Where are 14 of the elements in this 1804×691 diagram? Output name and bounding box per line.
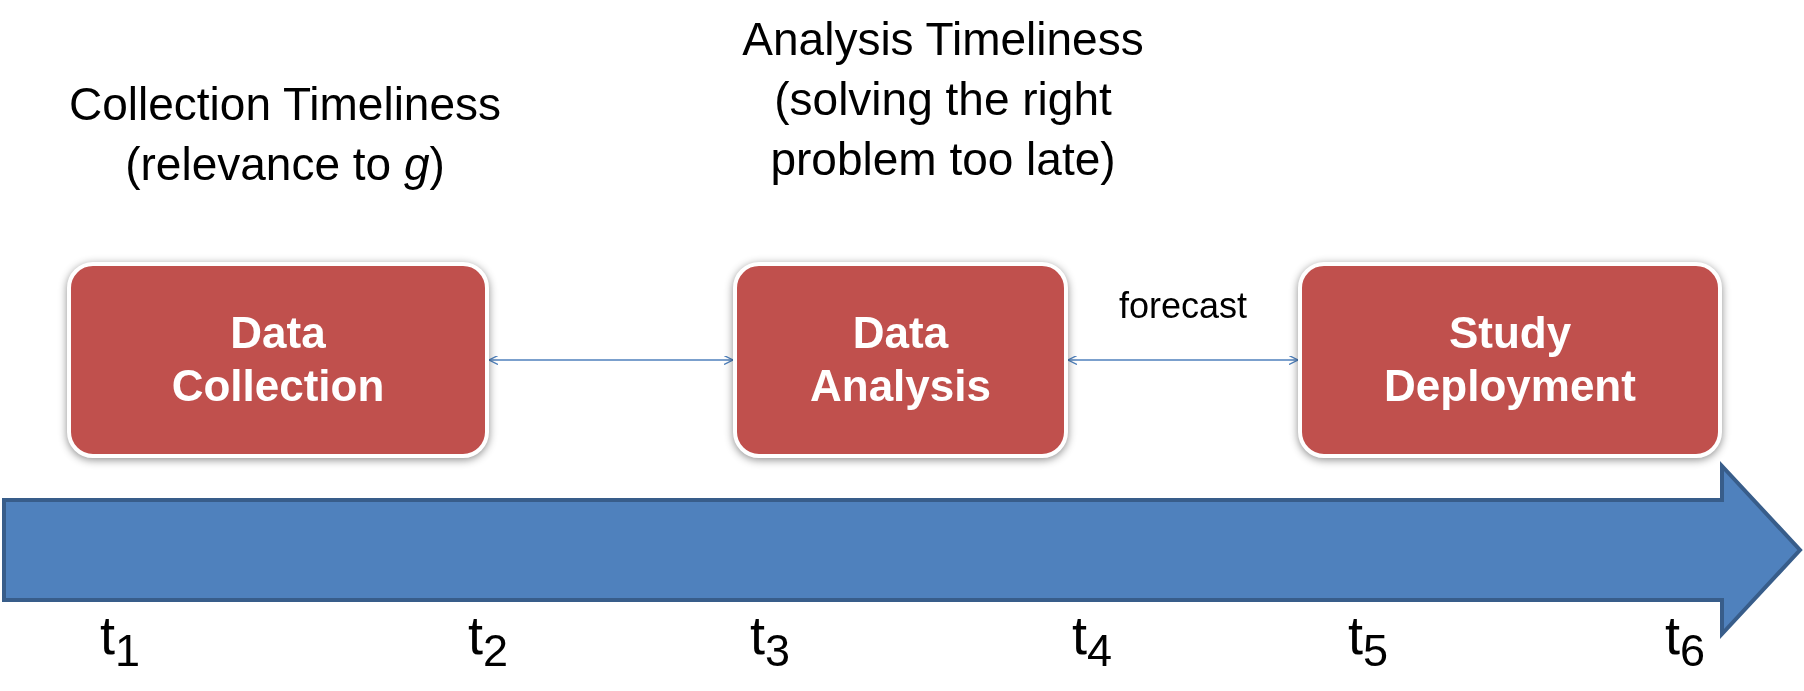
box-label: Data Analysis [809,307,992,412]
arrow [1067,354,1299,366]
arrow [488,354,734,366]
heading: Analysis Timeliness (solving the right problem too late) [742,13,1144,185]
time-label: t$_{2}$ [467,605,508,665]
time-label: t$_{1}$ [99,605,140,665]
box-label: Data Collection [170,307,386,412]
time-label: t$_{3}$ [749,605,790,665]
time-label: t$_{4}$ [1071,605,1112,665]
time-label: t$_{6}$ [1664,605,1705,665]
heading: Collection Timeliness (relevance to g) [68,78,502,190]
box-label: Study Deployment [1383,307,1637,412]
edge-label: forecast [1118,285,1248,326]
time-label: t$_{5}$ [1347,605,1388,665]
